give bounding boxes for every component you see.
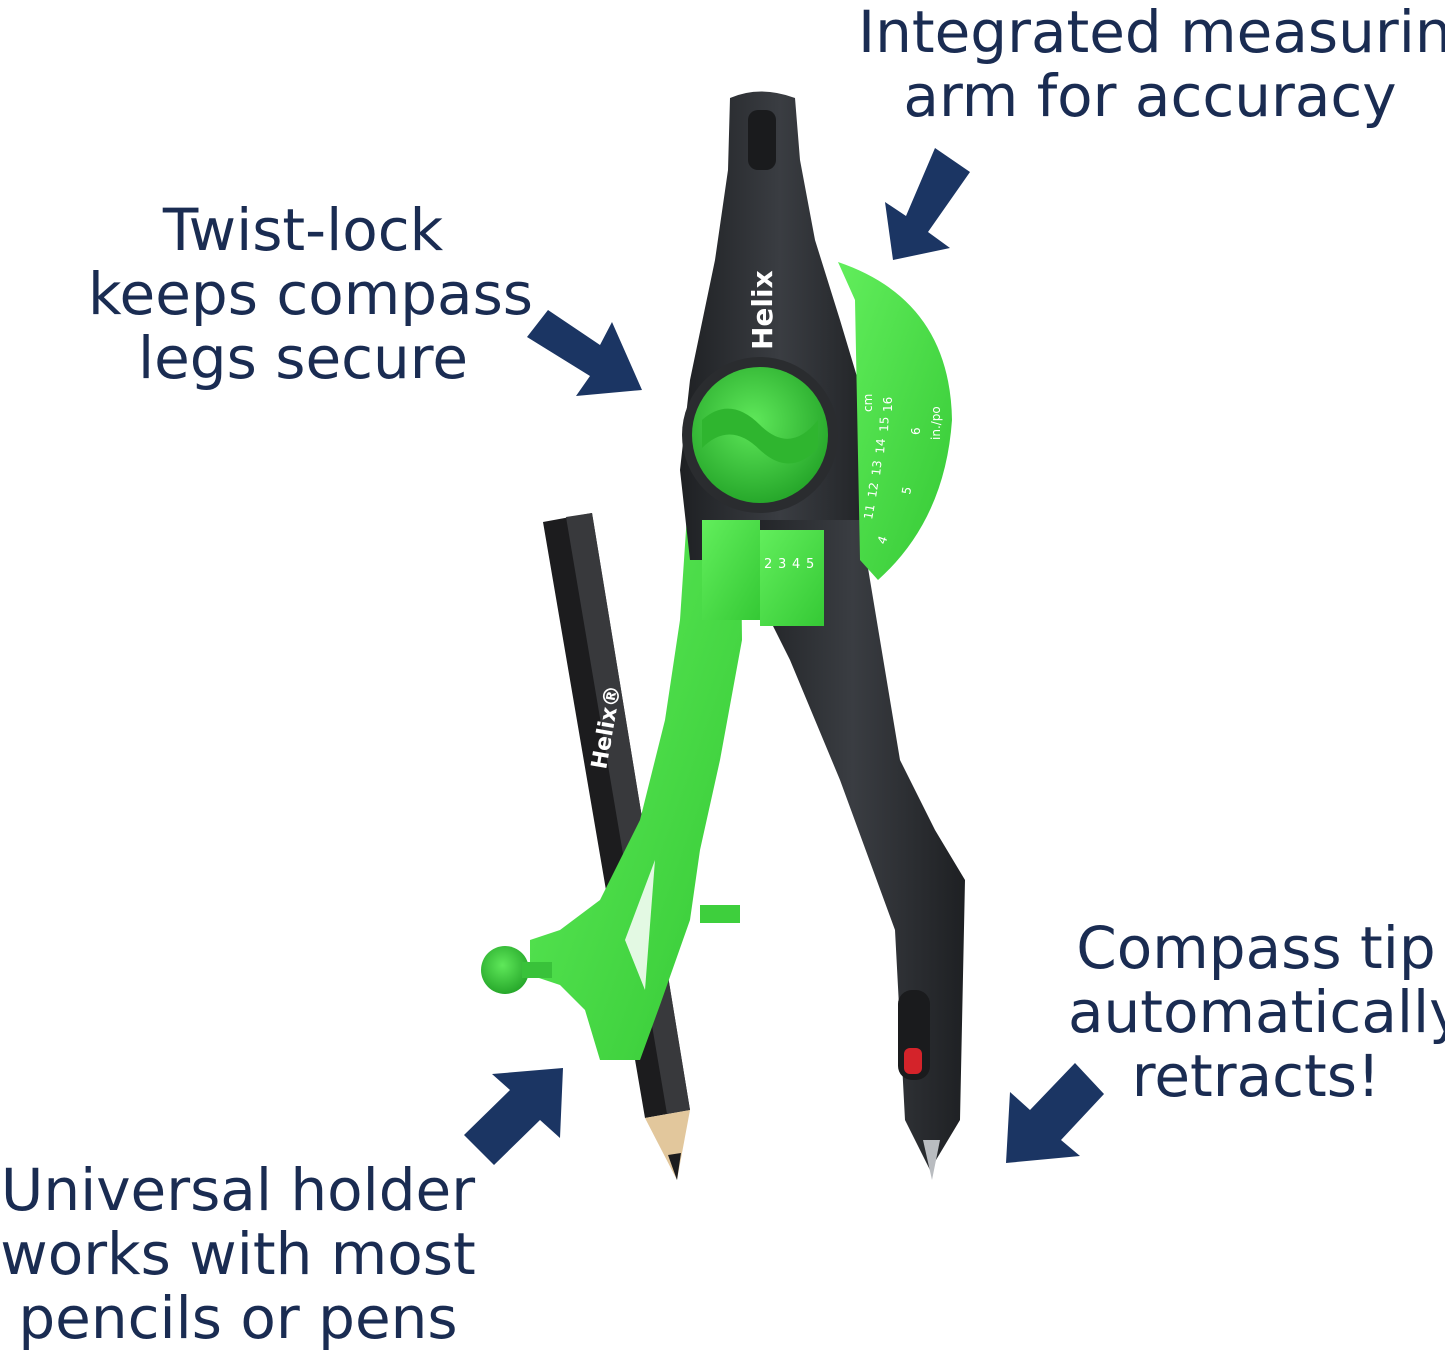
green-leg-clip: [700, 905, 740, 923]
callout-line: legs secure: [137, 324, 469, 392]
arrow-twist-lock: [527, 310, 642, 396]
arc-cm-number: 12: [865, 481, 881, 498]
callout-compass-tip: Compass tip automatically retracts!: [1068, 914, 1445, 1110]
arrow-holder: [464, 1068, 563, 1165]
arc-in-number: 4: [875, 534, 891, 546]
arc-cm-number: 11: [861, 503, 877, 520]
slot-scale-numbers: 2 3 4 5: [764, 557, 814, 572]
measuring-arm[interactable]: cm in./po 11 12 13 14 15 16 4 5 6: [838, 262, 952, 580]
slot-number: 4: [792, 557, 800, 572]
holder-screw-knob[interactable]: [481, 946, 529, 994]
callout-line: automatically: [1068, 978, 1445, 1046]
slot-number: 2: [764, 557, 772, 572]
green-scale-plate: [702, 520, 760, 620]
arc-cm-number: 15: [877, 416, 892, 432]
slot-number: 3: [778, 557, 786, 572]
callout-measuring-arm: Integrated measuring arm for accuracy: [858, 0, 1445, 130]
green-leg-hole: [625, 860, 655, 990]
callout-line: arm for accuracy: [903, 62, 1397, 130]
arrow-icon: [1006, 1063, 1104, 1163]
measuring-slot: [760, 530, 824, 626]
pencil-wood-tip: [645, 1110, 690, 1180]
arc-unit-in: in./po: [929, 406, 943, 440]
callout-twist-lock: Twist-lock keeps compass legs secure: [88, 196, 534, 392]
measuring-arm-disc: [838, 262, 952, 580]
callout-line: Twist-lock: [162, 196, 444, 264]
callout-line: Universal holder: [0, 1156, 476, 1224]
retract-button[interactable]: [904, 1048, 922, 1074]
arrow-icon: [527, 310, 642, 396]
arc-cm-number: 16: [881, 397, 895, 412]
callout-line: retracts!: [1131, 1042, 1381, 1110]
slot-number: 5: [806, 557, 814, 572]
arrow-tip: [1006, 1063, 1104, 1163]
callout-line: Integrated measuring: [858, 0, 1445, 66]
callout-line: works with most: [0, 1220, 476, 1288]
arrow-measuring: [885, 148, 970, 260]
pencil-lead: [668, 1153, 681, 1180]
twist-lock[interactable]: [682, 357, 838, 513]
arc-unit-cm: cm: [861, 394, 875, 412]
arc-cm-number: 13: [869, 460, 885, 477]
compass-needle-tip: [923, 1140, 940, 1180]
arc-in-number: 5: [899, 486, 914, 496]
handle-grip-slot: [748, 110, 776, 170]
holder-screw-shaft: [522, 962, 552, 978]
arc-cm-number: 14: [873, 438, 888, 454]
arrow-icon: [464, 1068, 563, 1165]
arc-in-number: 6: [909, 427, 923, 435]
green-leg-arm: [530, 470, 742, 1060]
arc-scale: cm in./po 11 12 13 14 15 16 4 5 6: [861, 394, 943, 546]
callout-line: pencils or pens: [18, 1284, 458, 1352]
green-leg: [481, 470, 742, 1060]
callout-universal-holder: Universal holder works with most pencils…: [0, 1158, 476, 1350]
arrow-icon: [885, 148, 970, 260]
compass-logo: Helix: [746, 270, 779, 350]
callout-line: keeps compass: [88, 260, 534, 328]
callout-line: Compass tip: [1076, 914, 1436, 982]
twist-lock-grip: [702, 408, 818, 464]
